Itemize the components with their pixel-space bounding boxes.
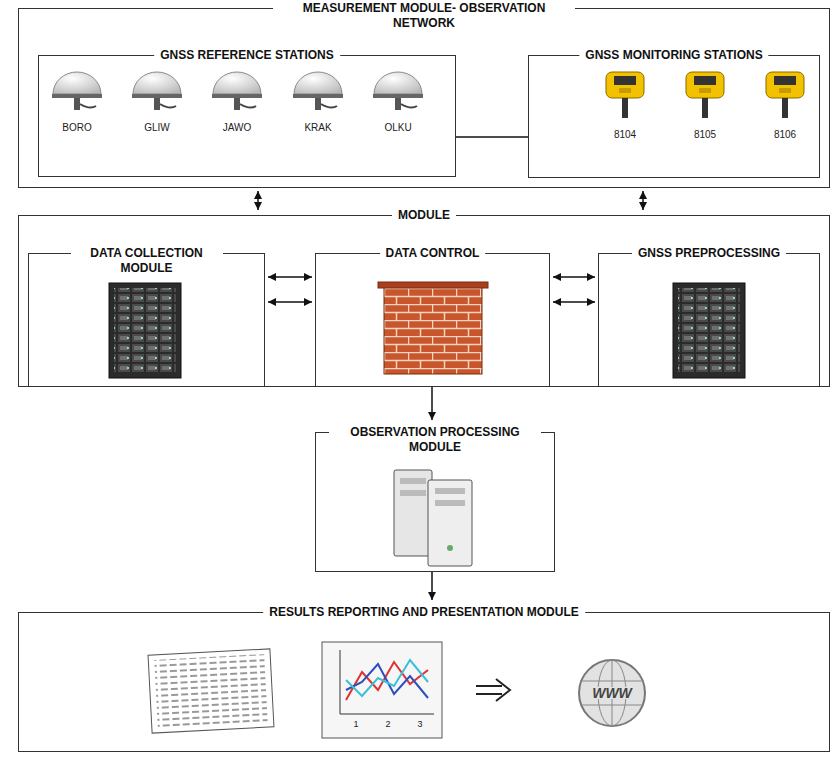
module-title: DATA COLLECTION MODULE: [71, 246, 223, 276]
module-title: MODULE: [392, 208, 456, 223]
server-rack: [109, 283, 181, 378]
station-id: JAWO: [223, 122, 252, 134]
flow-connector: [257, 191, 259, 210]
module-box: GNSS MONITORING STATIONS: [528, 55, 820, 178]
antenna-icon: [373, 72, 423, 110]
antenna-icon: [132, 72, 182, 110]
globe-icon: [579, 660, 645, 726]
flow-connector: [553, 276, 595, 278]
flow-connector: [642, 191, 644, 210]
flow-connector: [268, 276, 312, 278]
reference-antennas: [52, 72, 423, 110]
module-box: DATA CONTROL: [315, 253, 550, 387]
document-icon: [148, 649, 274, 733]
flow-connector: [456, 136, 528, 138]
module-title: GNSS REFERENCE STATIONS: [154, 48, 340, 63]
flow-connector: [268, 301, 312, 303]
module-box: DATA COLLECTION MODULE: [28, 253, 265, 387]
receiver-icon: [766, 72, 804, 118]
axis-tick: 3: [417, 718, 422, 730]
station-id: 8106: [774, 129, 796, 141]
station-id: GLIW: [144, 122, 170, 134]
axis-tick: 2: [385, 718, 390, 730]
module-title: RESULTS REPORTING AND PRESENTATION MODUL…: [263, 605, 585, 620]
module-title: DATA CONTROL: [380, 246, 486, 261]
station-id: BORO: [62, 122, 91, 134]
module-title: GNSS MONITORING STATIONS: [579, 48, 768, 63]
receiver-icon: [686, 72, 724, 118]
station-id: KRAK: [304, 122, 331, 134]
module-box: GNSS REFERENCE STATIONS: [38, 55, 456, 177]
module-panel: MODULEDATA COLLECTION MODULEDATA CONTROL…: [18, 215, 830, 387]
station-id: OLKU: [384, 122, 411, 134]
line-chart-icon: [322, 642, 442, 738]
flow-connector: [431, 387, 433, 420]
antenna-icon: [52, 72, 102, 110]
axis-tick: 1: [353, 718, 358, 730]
module-panel: MEASUREMENT MODULE- OBSERVATION NETWORKG…: [18, 8, 830, 188]
module-box: GNSS PREPROCESSING: [598, 253, 820, 387]
antenna-icon: [293, 72, 343, 110]
module-title: GNSS PREPROCESSING: [632, 246, 786, 261]
firewall-icon: [378, 282, 488, 374]
implies-arrow: [476, 679, 510, 701]
monitoring-receivers: [606, 72, 804, 118]
receiver-icon: [606, 72, 644, 118]
flow-connector: [431, 572, 433, 600]
module-panel: OBSERVATION PROCESSING MODULE: [315, 432, 555, 572]
station-id: 8104: [614, 129, 636, 141]
globe-text: WWW: [590, 687, 634, 699]
station-id: 8105: [694, 129, 716, 141]
module-title: OBSERVATION PROCESSING MODULE: [329, 425, 541, 455]
server-rack: [673, 283, 745, 378]
module-title: MEASUREMENT MODULE- OBSERVATION NETWORK: [273, 1, 575, 31]
flow-connector: [553, 301, 595, 303]
computer-icon: [394, 470, 472, 566]
module-panel: RESULTS REPORTING AND PRESENTATION MODUL…: [18, 612, 830, 752]
antenna-icon: [212, 72, 262, 110]
